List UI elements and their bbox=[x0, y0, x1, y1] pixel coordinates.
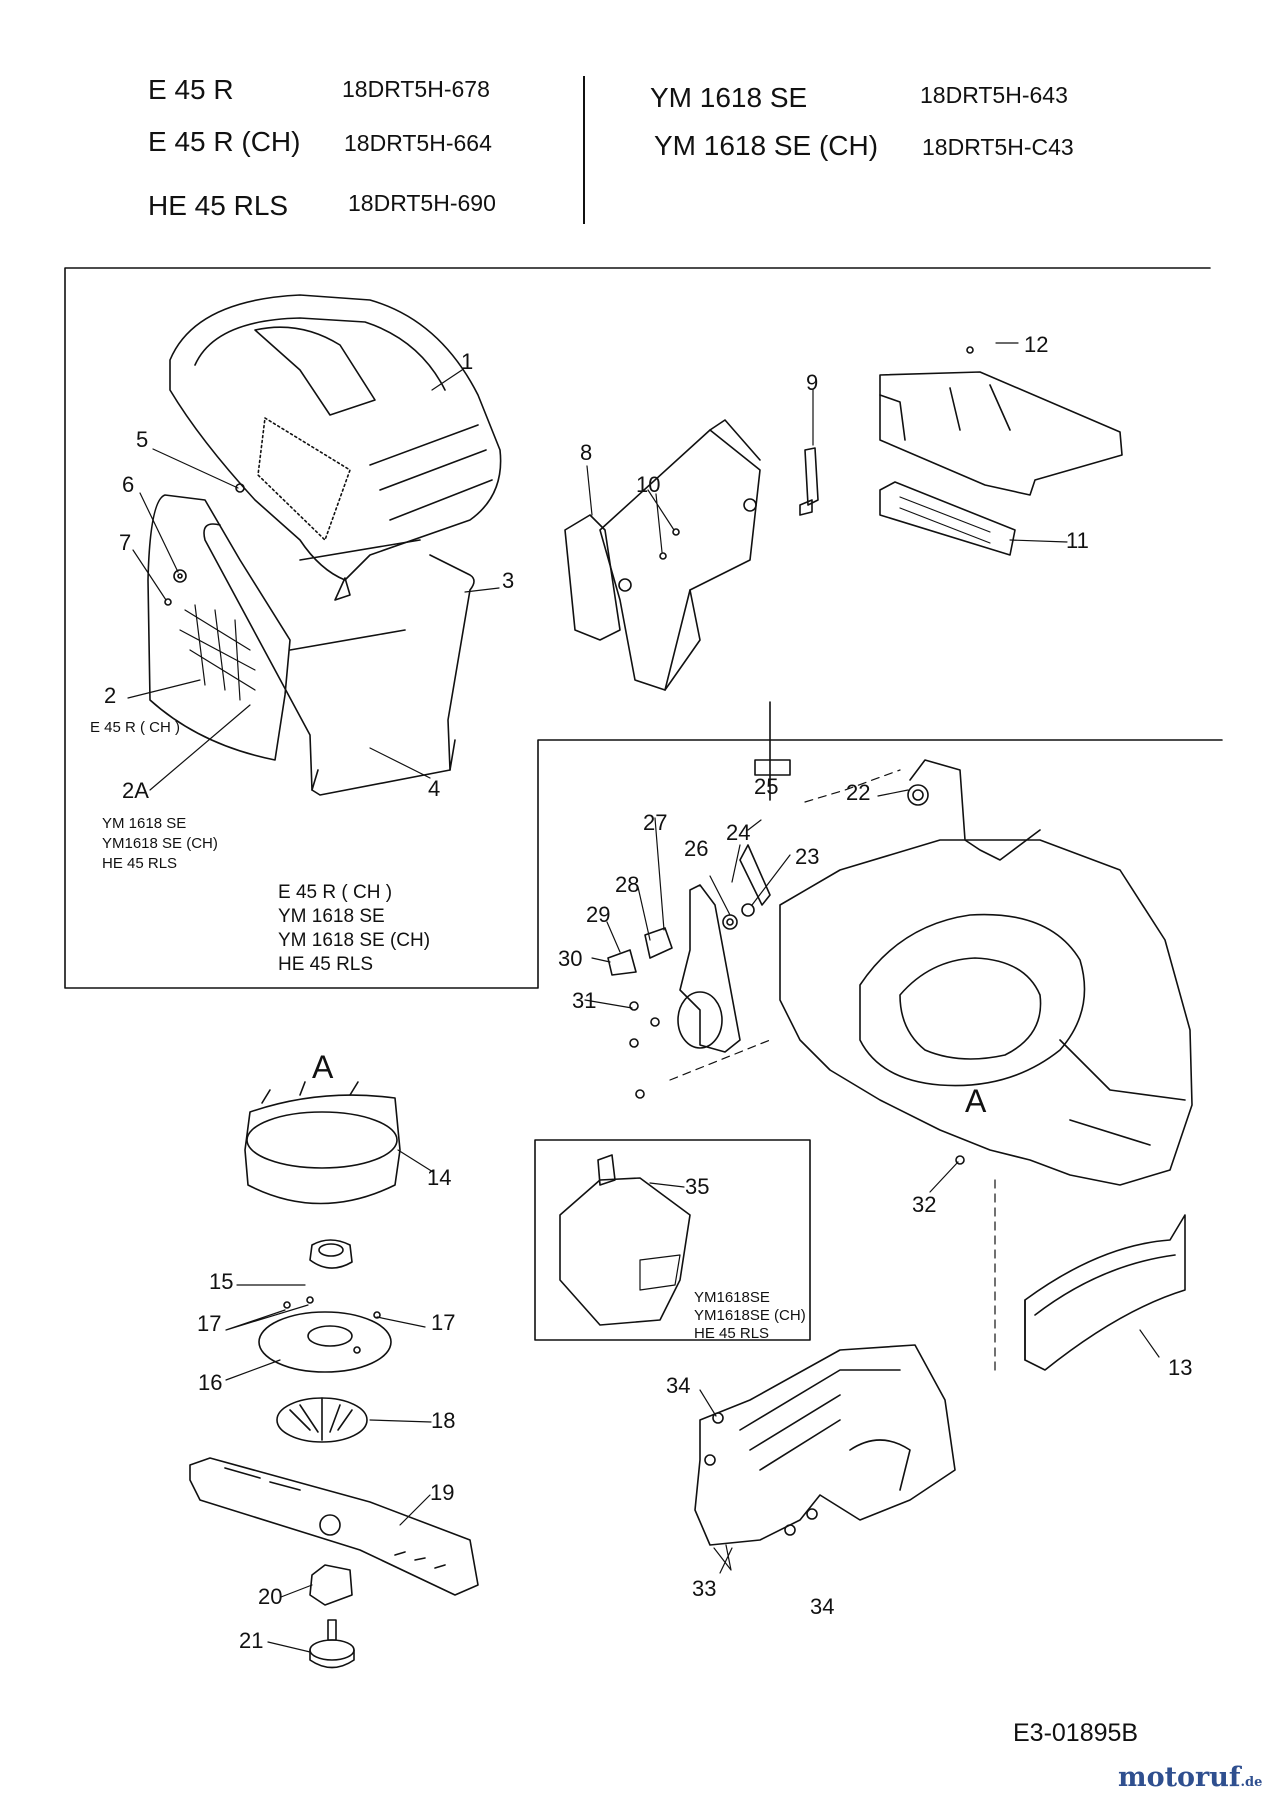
section-label-deck: A bbox=[965, 1083, 987, 1119]
callout-21: 21 bbox=[239, 1628, 263, 1653]
callout-8: 8 bbox=[580, 440, 592, 465]
callout-10: 10 bbox=[636, 472, 660, 497]
code-e45r: 18DRT5H-678 bbox=[342, 76, 490, 102]
blade-boss-20 bbox=[310, 1565, 352, 1605]
callout-34-bottom: 34 bbox=[810, 1594, 834, 1619]
model-notes: E 45 R ( CH ) YM 1618 SE YM1618 SE (CH) … bbox=[90, 719, 987, 1342]
callout-7: 7 bbox=[119, 530, 131, 555]
callout-22: 22 bbox=[846, 780, 870, 805]
note-part2a-line2: YM1618 SE (CH) bbox=[102, 835, 218, 852]
model-e45r-ch: E 45 R (CH) bbox=[148, 126, 301, 157]
part35-box bbox=[534, 1139, 811, 1341]
note-part2a-line3: HE 45 RLS bbox=[102, 855, 177, 872]
callout-25: 25 bbox=[754, 774, 778, 799]
callout-5: 5 bbox=[136, 427, 148, 452]
grass-catcher-top-1 bbox=[170, 295, 501, 600]
callout-9: 9 bbox=[806, 370, 818, 395]
callout-24: 24 bbox=[726, 820, 750, 845]
deck-dash-lines bbox=[669, 769, 996, 1371]
callout-11: 11 bbox=[1066, 528, 1089, 553]
callout-16: 16 bbox=[198, 1370, 222, 1395]
callout-17-right: 17 bbox=[431, 1310, 455, 1335]
mulch-plug-35 bbox=[560, 1155, 690, 1325]
note-part35-line1: YM1618SE bbox=[694, 1289, 770, 1306]
callout-33: 33 bbox=[692, 1576, 716, 1601]
cover-plate-16 bbox=[259, 1312, 391, 1372]
discharge-flap-8 bbox=[565, 420, 760, 690]
code-he45rls: 18DRT5H-690 bbox=[348, 190, 496, 216]
leader-lines bbox=[127, 342, 1160, 1653]
diagram-reference: E3-01895B bbox=[1013, 1719, 1139, 1747]
screws-10 bbox=[660, 529, 679, 559]
note-part35-line3: HE 45 RLS bbox=[694, 1325, 769, 1342]
callout-27: 27 bbox=[643, 810, 667, 835]
callout-28: 28 bbox=[615, 872, 639, 897]
code-ym1618se: 18DRT5H-643 bbox=[920, 82, 1068, 108]
model-ym1618se: YM 1618 SE bbox=[650, 82, 808, 113]
callout-32: 32 bbox=[912, 1192, 936, 1217]
header-divider bbox=[583, 76, 585, 224]
callout-2a: 2A bbox=[122, 778, 149, 803]
blade-bolt-21 bbox=[310, 1620, 354, 1668]
callout-14: 14 bbox=[427, 1165, 451, 1190]
callout-29: 29 bbox=[586, 902, 610, 927]
grass-bag-fabric-2 bbox=[148, 495, 290, 760]
model-ym1618se-ch: YM 1618 SE (CH) bbox=[654, 130, 879, 161]
note-part2a-line1: YM 1618 SE bbox=[102, 815, 186, 832]
flap-11 bbox=[880, 482, 1015, 555]
note-box-line2: YM 1618 SE bbox=[278, 906, 385, 927]
callout-18: 18 bbox=[431, 1408, 455, 1433]
callout-19: 19 bbox=[430, 1480, 454, 1505]
note-box-line3: YM 1618 SE (CH) bbox=[278, 930, 430, 951]
callout-6: 6 bbox=[122, 472, 134, 497]
callout-3: 3 bbox=[502, 568, 514, 593]
grass-bag-frame bbox=[64, 267, 1223, 989]
code-e45r-ch: 18DRT5H-664 bbox=[344, 130, 492, 156]
screws-17 bbox=[284, 1297, 380, 1353]
mulch-insert-33 bbox=[695, 1345, 955, 1545]
deck-fasteners-31-32 bbox=[630, 1002, 964, 1164]
callout-23: 23 bbox=[795, 844, 819, 869]
callout-2: 2 bbox=[104, 683, 116, 708]
callout-20: 20 bbox=[258, 1584, 282, 1609]
model-he45rls: HE 45 RLS bbox=[148, 190, 289, 221]
callout-13: 13 bbox=[1168, 1355, 1192, 1380]
grass-bag-fasteners-5-6-7 bbox=[165, 484, 244, 605]
callout-35: 35 bbox=[685, 1174, 709, 1199]
note-box-line4: HE 45 RLS bbox=[278, 954, 373, 975]
note-box-line1: E 45 R ( CH ) bbox=[278, 882, 392, 903]
brand-name: motoruf bbox=[1118, 1762, 1241, 1793]
rear-housing-12 bbox=[880, 347, 1122, 495]
baffle-13 bbox=[1025, 1215, 1185, 1370]
model-e45r: E 45 R bbox=[148, 74, 234, 105]
note-part2: E 45 R ( CH ) bbox=[90, 719, 180, 736]
note-part35-line2: YM1618SE (CH) bbox=[694, 1307, 806, 1324]
callout-15: 15 bbox=[209, 1269, 233, 1294]
brand-suffix: .de bbox=[1240, 1775, 1263, 1790]
callout-labels: 1 2 2A 3 4 5 6 7 8 9 10 11 12 13 14 15 1… bbox=[104, 332, 1192, 1653]
clip-9 bbox=[800, 448, 818, 515]
callout-26: 26 bbox=[684, 836, 708, 861]
blade-19 bbox=[190, 1458, 478, 1595]
fasteners-34 bbox=[705, 1413, 817, 1535]
section-label-top: A bbox=[312, 1049, 334, 1085]
height-adjuster-27-31 bbox=[608, 702, 928, 1052]
callout-30: 30 bbox=[558, 946, 582, 971]
fan-18 bbox=[277, 1398, 367, 1442]
brand-logo[interactable]: motoruf.de bbox=[1118, 1762, 1262, 1793]
blade-adapter-15 bbox=[310, 1240, 352, 1268]
fan-housing-14 bbox=[245, 1082, 400, 1204]
callout-12: 12 bbox=[1024, 332, 1048, 357]
callout-4: 4 bbox=[428, 776, 440, 801]
code-ym1618se-ch: 18DRT5H-C43 bbox=[922, 134, 1074, 160]
frames bbox=[64, 267, 1223, 1341]
grass-bag-frame-3-4 bbox=[204, 524, 474, 795]
mower-deck bbox=[780, 760, 1192, 1185]
callout-1: 1 bbox=[461, 349, 473, 374]
callout-31: 31 bbox=[572, 988, 596, 1013]
callout-17-left-html: 17 bbox=[197, 1311, 222, 1336]
callout-34-top: 34 bbox=[666, 1373, 690, 1398]
